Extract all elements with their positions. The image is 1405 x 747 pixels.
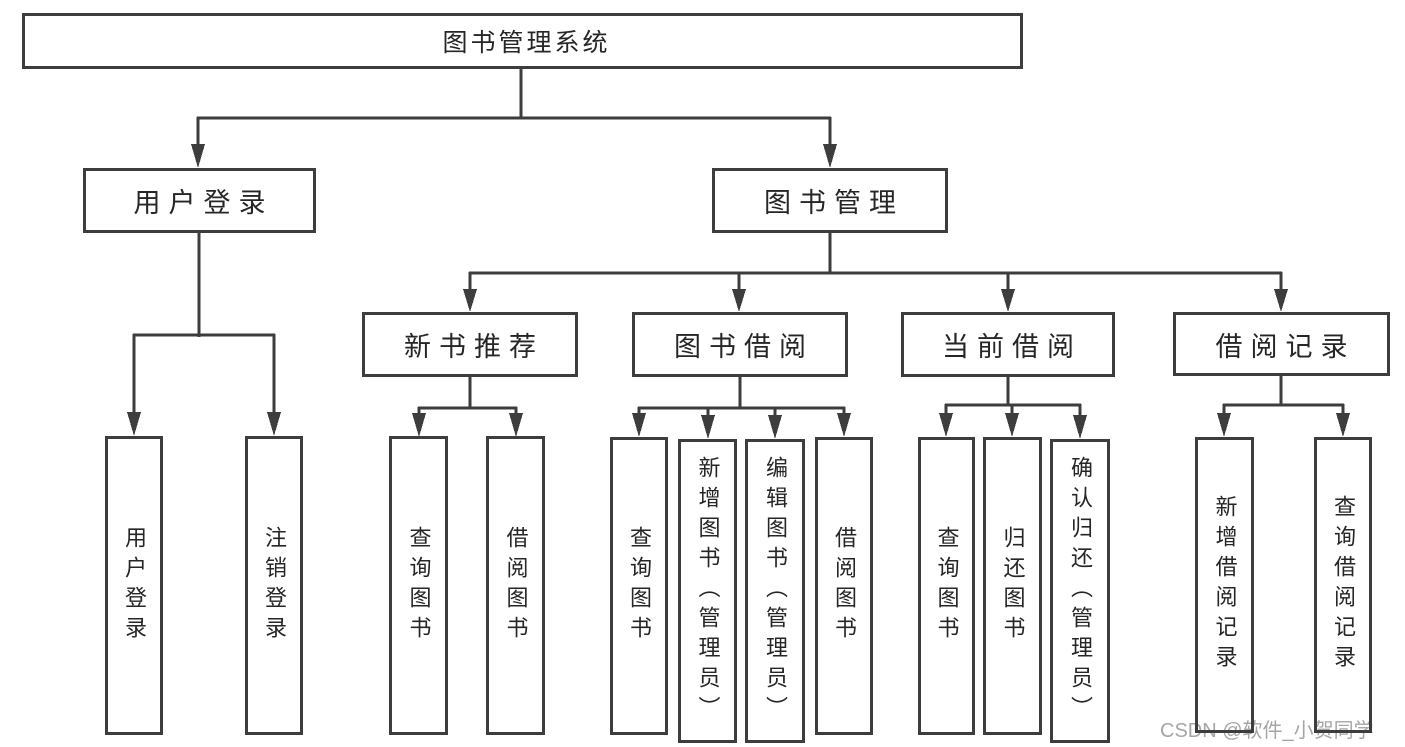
leaf-current-return-book: 归还图书 — [983, 437, 1042, 735]
leaf-record-query-record: 查询借阅记录 — [1314, 437, 1372, 733]
leaf-record-add-record: 新增借阅记录 — [1195, 437, 1254, 733]
node-root-system: 图书管理系统 — [22, 13, 1023, 69]
leaf-newbook-borrow-book: 借阅图书 — [486, 436, 545, 735]
node-book-management: 图书管理 — [712, 168, 948, 233]
node-book-borrow: 图书借阅 — [632, 312, 848, 377]
node-current-borrow: 当前借阅 — [901, 312, 1115, 377]
leaf-logout: 注销登录 — [245, 436, 303, 735]
leaf-borrow-add-book-admin: 新增图书（管理员） — [678, 439, 737, 743]
leaf-borrow-borrow-book: 借阅图书 — [815, 437, 873, 735]
leaf-borrow-query-book: 查询图书 — [610, 437, 668, 735]
leaf-user-login: 用户登录 — [105, 436, 163, 735]
node-new-book-recommend: 新书推荐 — [362, 312, 578, 377]
node-borrow-record: 借阅记录 — [1173, 312, 1390, 376]
leaf-current-query-book: 查询图书 — [918, 437, 975, 735]
node-user-login: 用户登录 — [83, 168, 316, 233]
leaf-current-confirm-return-admin: 确认归还（管理员） — [1050, 439, 1110, 743]
watermark: CSDN @软件_小贺同学 — [1160, 720, 1374, 742]
leaf-borrow-edit-book-admin: 编辑图书（管理员） — [745, 439, 805, 743]
leaf-newbook-query-book: 查询图书 — [389, 436, 448, 735]
